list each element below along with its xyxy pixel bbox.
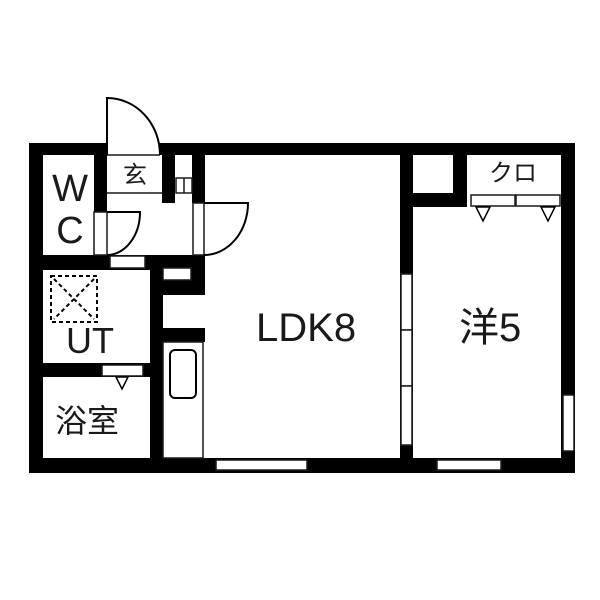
room-label-western: 洋5 (459, 306, 522, 350)
ldk-door-swing (203, 202, 250, 256)
room-label-bath: 浴室 (55, 403, 120, 439)
entrance-door-swing (106, 96, 161, 156)
wc-label-w: W (52, 168, 88, 210)
kitchen-sink (169, 349, 197, 399)
openings (93, 143, 575, 471)
washer-space (50, 275, 98, 323)
wc-label-c: C (56, 210, 84, 252)
room-label-genkan: 玄 (123, 162, 147, 189)
room-label-wc: W C (49, 168, 91, 252)
door-markers (114, 206, 557, 391)
room-label-ut: UT (66, 320, 114, 361)
room-label-closet: クロ (489, 160, 537, 187)
wc-door-swing (106, 211, 142, 256)
room-label-ldk: LDK8 (256, 306, 357, 350)
door-swings (106, 96, 250, 256)
